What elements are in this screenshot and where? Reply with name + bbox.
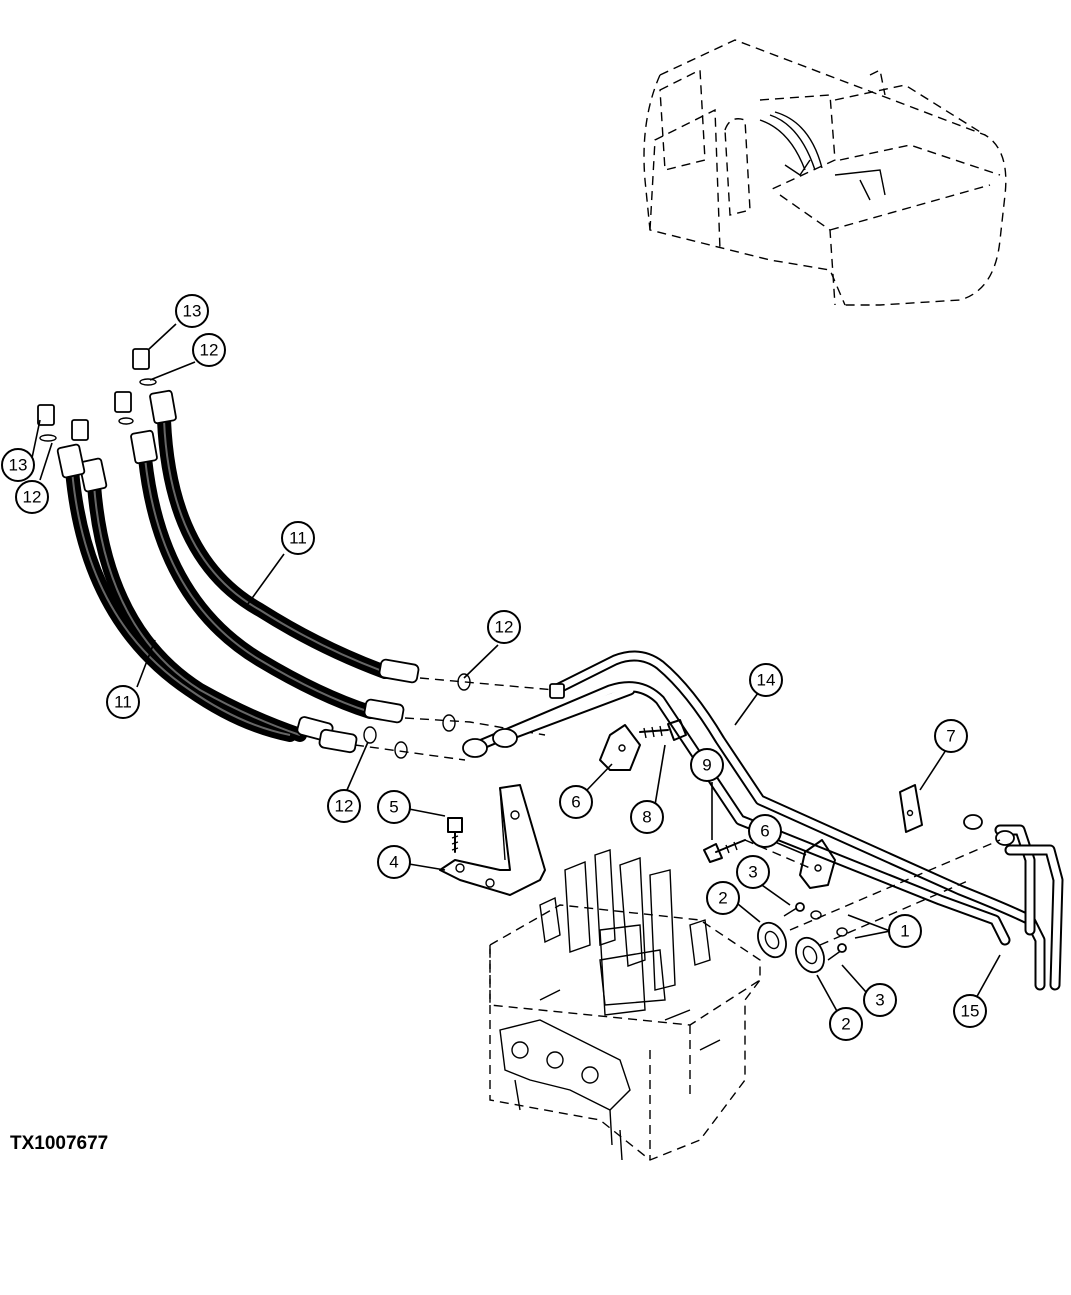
svg-text:4: 4 bbox=[389, 853, 398, 872]
block-7 bbox=[899, 784, 923, 833]
callout-12-upper-left: 12 bbox=[15, 480, 49, 514]
control-valve bbox=[489, 849, 761, 1161]
machine-locator-inset bbox=[643, 39, 1007, 306]
callout-6-upper: 6 bbox=[559, 785, 593, 819]
callout-11-lower: 11 bbox=[106, 685, 140, 719]
svg-text:11: 11 bbox=[289, 529, 307, 548]
callout-13-right: 13 bbox=[175, 294, 209, 328]
callout-12-upper-right: 12 bbox=[192, 333, 226, 367]
svg-text:12: 12 bbox=[335, 797, 354, 816]
callout-15: 15 bbox=[953, 994, 987, 1028]
svg-text:8: 8 bbox=[642, 808, 651, 827]
callout-11-upper: 11 bbox=[281, 521, 315, 555]
svg-text:7: 7 bbox=[946, 727, 955, 746]
callout-6-lower: 6 bbox=[748, 814, 782, 848]
svg-text:14: 14 bbox=[757, 671, 776, 690]
callout-1: 1 bbox=[888, 914, 922, 948]
svg-text:15: 15 bbox=[961, 1002, 980, 1021]
callout-12-hoses: 12 bbox=[327, 789, 361, 823]
callout-13-left: 13 bbox=[1, 448, 35, 482]
hose-assemblies bbox=[56, 389, 420, 754]
callout-9: 9 bbox=[690, 748, 724, 782]
callout-4: 4 bbox=[377, 845, 411, 879]
callout-3-upper: 3 bbox=[736, 855, 770, 889]
svg-text:3: 3 bbox=[875, 991, 884, 1010]
callout-8: 8 bbox=[630, 800, 664, 834]
svg-text:2: 2 bbox=[841, 1015, 850, 1034]
bolts bbox=[447, 719, 848, 961]
callout-7: 7 bbox=[934, 719, 968, 753]
tube-assemblies bbox=[462, 650, 1064, 991]
callout-2-lower: 2 bbox=[829, 1007, 863, 1041]
svg-text:12: 12 bbox=[200, 341, 219, 360]
svg-text:6: 6 bbox=[571, 793, 580, 812]
callout-5: 5 bbox=[377, 790, 411, 824]
svg-text:2: 2 bbox=[718, 889, 727, 908]
svg-text:12: 12 bbox=[495, 618, 514, 637]
clamp-upper bbox=[599, 724, 641, 771]
connection-lines bbox=[354, 673, 556, 761]
svg-text:3: 3 bbox=[748, 863, 757, 882]
adapters bbox=[37, 348, 157, 442]
svg-text:13: 13 bbox=[183, 302, 202, 321]
figure-id-label: TX1007677 bbox=[10, 1133, 109, 1154]
callout-14: 14 bbox=[749, 663, 783, 697]
svg-text:13: 13 bbox=[9, 456, 28, 475]
callout-12-tubes: 12 bbox=[487, 610, 521, 644]
leader-lines bbox=[31, 323, 1001, 1014]
callout-3-lower: 3 bbox=[863, 983, 897, 1017]
svg-text:9: 9 bbox=[702, 756, 711, 775]
callouts: 1 2 2 3 3 4 5 6 6 7 8 9 11 11 12 12 12 1… bbox=[1, 294, 987, 1041]
callout-2-upper: 2 bbox=[706, 881, 740, 915]
svg-text:1: 1 bbox=[900, 922, 909, 941]
svg-text:11: 11 bbox=[114, 693, 132, 712]
bracket bbox=[439, 784, 546, 896]
clamp-lower bbox=[799, 839, 836, 889]
svg-text:5: 5 bbox=[389, 798, 398, 817]
svg-text:12: 12 bbox=[23, 488, 42, 507]
flanges bbox=[757, 839, 1001, 974]
svg-text:6: 6 bbox=[760, 822, 769, 841]
